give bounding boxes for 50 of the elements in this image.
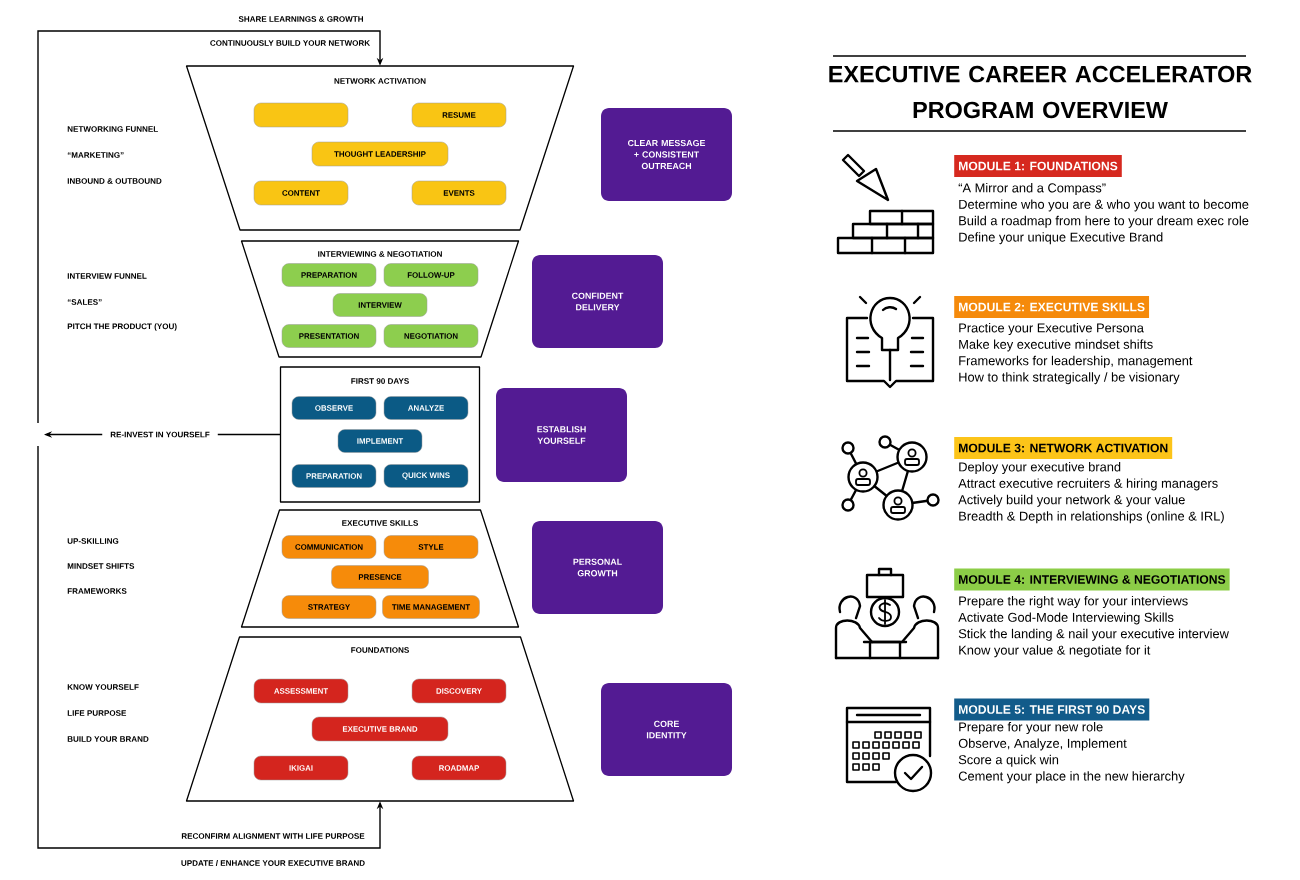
module-heading: MODULE 1: FOUNDATIONS — [954, 155, 1122, 177]
description-line: Practice your Executive Persona — [959, 323, 1144, 335]
description-line: Know your value & negotiate for it — [959, 645, 1151, 658]
description-line: Activate God-Mode Interviewing Skills — [958, 612, 1174, 625]
side-label: BUILD YOUR BRAND — [67, 736, 149, 742]
description-line: How to think strategically / be visionary — [959, 372, 1180, 385]
module-heading: MODULE 5: THE FIRST 90 DAYS — [954, 698, 1150, 721]
description-line: Deploy your executive brand — [959, 462, 1121, 474]
loop-arrow — [37, 30, 384, 424]
description-line: Prepare for your new role — [959, 722, 1103, 734]
side-label: FRAMEWORKS — [67, 588, 127, 594]
side-label: LIFE PURPOSE — [67, 710, 127, 716]
side-label: SHARE LEARNINGS & GROWTH — [238, 16, 363, 22]
description-line: Determine who you are & who you want to become — [959, 199, 1249, 212]
side-label: NETWORKING FUNNEL — [67, 126, 158, 132]
edge-label: RE-INVEST IN YOURSELF — [102, 430, 218, 439]
description-line: Prepare the right way for your interviews — [959, 596, 1188, 608]
description-line: Attract executive recruiters & hiring managers — [958, 478, 1218, 491]
side-label: INBOUND & OUTBOUND — [67, 178, 162, 184]
description-line: Frameworks for leadership, management — [959, 355, 1193, 368]
module-heading: MODULE 3: NETWORK ACTIVATION — [954, 437, 1173, 459]
title: EXECUTIVE CAREER ACCELERATOR PROGRAM OVERVIEW — [829, 65, 1252, 119]
edge-label: RECONFIRM ALIGNMENT WITH LIFE PURPOSE — [181, 833, 365, 839]
module-heading: MODULE 2: EXECUTIVE SKILLS — [954, 296, 1150, 318]
module-heading: MODULE 4: INTERVIEWING & NEGOTIATIONS — [954, 568, 1230, 591]
side-label: PITCH THE PRODUCT (YOU) — [67, 323, 177, 331]
description-line: Cement your place in the new hierarchy — [958, 771, 1185, 784]
side-label: “MARKETING” — [67, 152, 124, 158]
outcome-box: CONFIDENT DELIVERY — [532, 255, 663, 348]
edge-label: CONTINUOUSLY BUILD YOUR NETWORK — [210, 40, 370, 46]
description-line: “A Mirror and a Compass” — [958, 183, 1106, 195]
side-label: INTERVIEW FUNNEL — [67, 273, 147, 279]
description-line: Actively build your network & your value — [958, 494, 1185, 507]
outcome-box: CLEAR MESSAGE + CONSISTENT OUTREACH — [601, 108, 732, 201]
description-line: Stick the landing & nail your executive interview — [958, 628, 1229, 641]
side-label: UP-SKILLING — [67, 538, 119, 544]
side-label: KNOW YOURSELF — [67, 684, 139, 690]
description-line: Breadth & Depth in relationships (online & IRL) — [959, 511, 1224, 524]
side-label: “SALES” — [67, 299, 102, 305]
side-label: MINDSET SHIFTS — [67, 563, 135, 569]
side-label: UPDATE / ENHANCE YOUR EXECUTIVE BRAND — [181, 860, 365, 866]
pill-shape — [253, 102, 349, 128]
description-line: Score a quick win — [958, 754, 1059, 767]
description-line: Observe, Analyze, Implement — [958, 738, 1127, 751]
outcome-box: CORE IDENTITY — [601, 683, 732, 776]
description-line: Make key executive mindset shifts — [959, 339, 1153, 352]
description-line: Define your unique Executive Brand — [959, 232, 1163, 245]
description-line: Build a roadmap from here to your dream exec role — [959, 215, 1249, 228]
outcome-box: PERSONAL GROWTH — [532, 521, 663, 614]
outcome-box: ESTABLISH YOURSELF — [496, 388, 627, 482]
